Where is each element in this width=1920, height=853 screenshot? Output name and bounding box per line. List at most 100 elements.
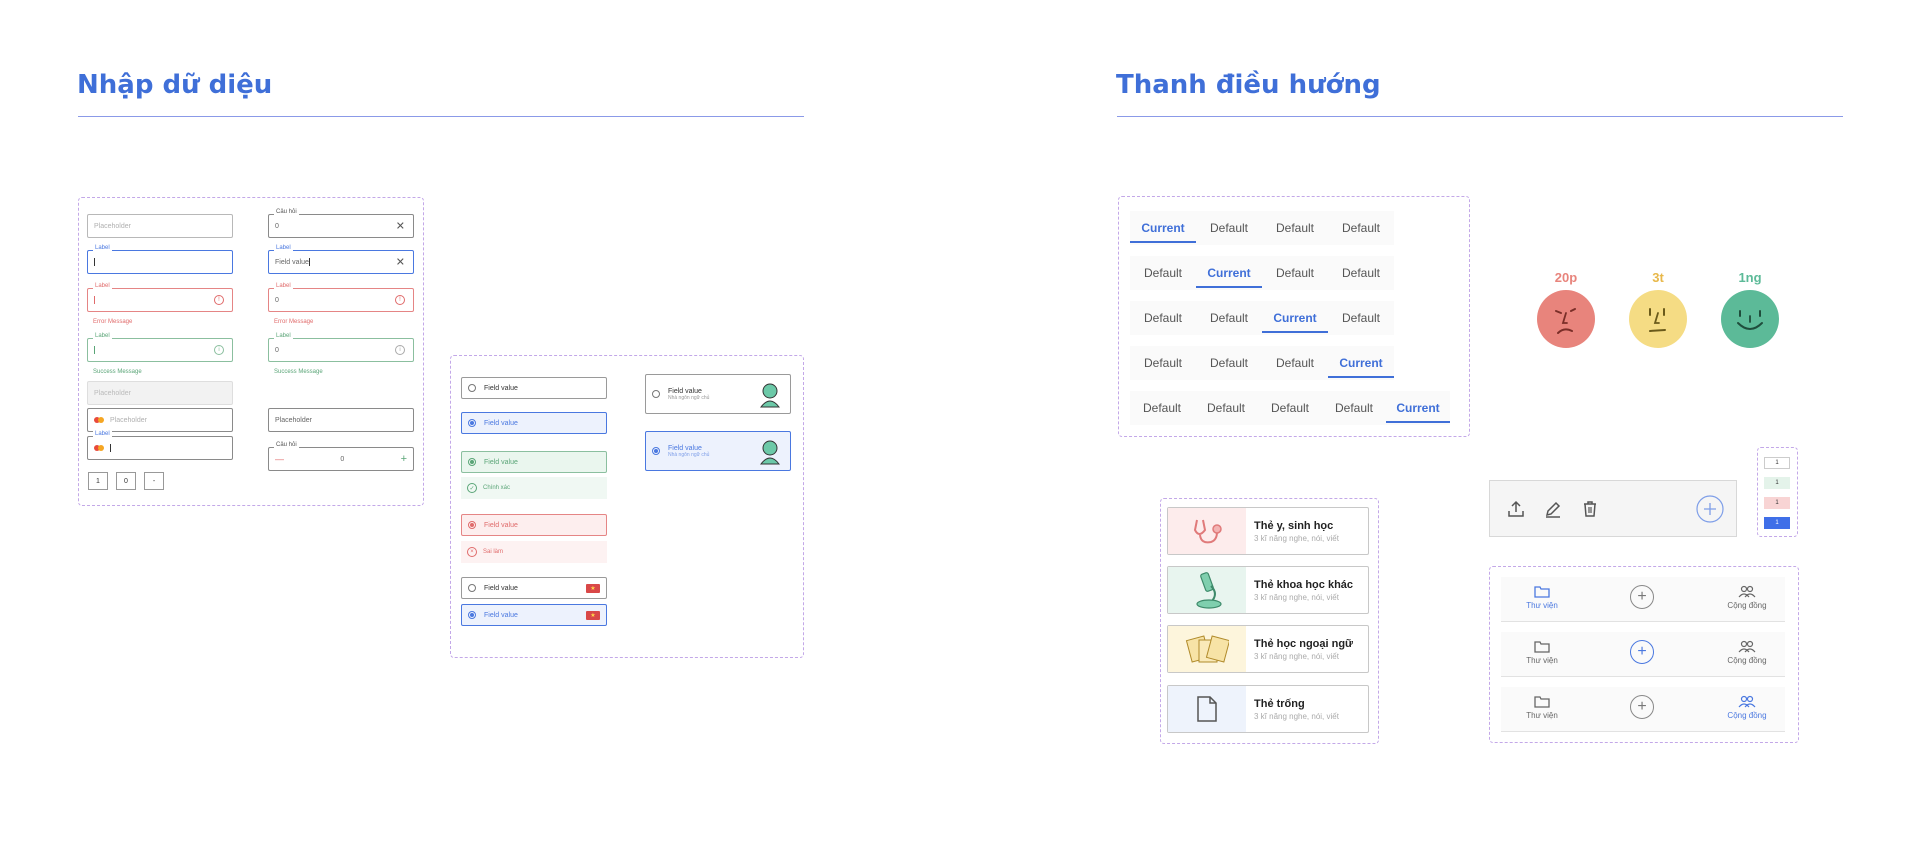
focused-input[interactable]: Label — [87, 245, 233, 274]
tab-default[interactable]: Default — [1275, 221, 1315, 235]
card-title: Thẻ khoa học khác — [1254, 578, 1354, 591]
card-subtitle: 3 kĩ năng nghe, nói, viết — [1254, 711, 1339, 721]
tab-current[interactable]: Current — [1262, 301, 1328, 335]
placeholder-input[interactable]: Placeholder — [268, 408, 414, 432]
radio-option-wrong[interactable]: Field value — [461, 514, 607, 536]
radio-option-correct[interactable]: Field value — [461, 451, 607, 473]
page-indicator-success[interactable]: 1 — [1764, 477, 1790, 489]
text-cursor — [94, 346, 95, 354]
add-button[interactable]: + — [1630, 585, 1654, 609]
tab-default[interactable]: Default — [1209, 356, 1249, 370]
neutral-face-icon[interactable] — [1628, 289, 1688, 349]
field-label: Label — [93, 245, 112, 251]
vietnam-flag-icon: ★ — [586, 583, 600, 593]
nav-community[interactable]: Cộng đồng — [1712, 695, 1782, 720]
card-title: Thẻ trống — [1254, 697, 1305, 710]
edit-icon[interactable] — [1543, 499, 1563, 519]
nav-library[interactable]: Thư viện — [1507, 640, 1577, 665]
radio-subtext: Nhà ngôn ngữ chủ — [668, 394, 710, 401]
tab-default[interactable]: Default — [1341, 266, 1381, 280]
add-button[interactable]: + — [1630, 695, 1654, 719]
page-indicator-active[interactable]: 1 — [1764, 517, 1790, 529]
filled-input[interactable]: Label Field value ✕ — [268, 245, 414, 274]
card-input-focused[interactable]: Label — [87, 431, 233, 460]
person-avatar-icon — [759, 440, 781, 465]
tab-default[interactable]: Default — [1206, 401, 1246, 415]
number-box[interactable]: - — [144, 472, 164, 490]
community-icon — [1738, 585, 1756, 598]
nav-library[interactable]: Thư viện — [1507, 695, 1577, 720]
text-cursor — [110, 444, 111, 452]
tab-default[interactable]: Default — [1275, 356, 1315, 370]
tab-bar: Current Default Default Default — [1130, 211, 1394, 245]
add-button-active[interactable]: + — [1630, 640, 1654, 664]
input-value: 0 — [275, 346, 279, 354]
nav-label: Thư viện — [1526, 601, 1558, 610]
tab-default[interactable]: Default — [1142, 401, 1182, 415]
subject-card-science[interactable]: Thẻ khoa học khác 3 kĩ năng nghe, nói, v… — [1167, 566, 1369, 614]
subject-card-medicine[interactable]: Thẻ y, sinh học 3 kĩ năng nghe, nói, viế… — [1167, 507, 1369, 555]
upload-icon[interactable] — [1506, 499, 1526, 519]
tab-default[interactable]: Default — [1143, 311, 1183, 325]
card-input[interactable]: Placeholder — [87, 408, 233, 432]
tab-default[interactable]: Default — [1143, 266, 1183, 280]
text-cursor — [94, 258, 95, 266]
tab-default[interactable]: Default — [1341, 311, 1381, 325]
bottom-nav-bar: Thư viện + Cộng đồng — [1501, 632, 1785, 677]
error-input-filled[interactable]: Label 0 ! — [268, 283, 414, 312]
radio-label: Field value — [484, 584, 518, 592]
number-box[interactable]: 0 — [116, 472, 136, 490]
face-label: 3t — [1652, 270, 1664, 285]
page-indicator-error[interactable]: 1 — [1764, 497, 1790, 509]
question-input[interactable]: Câu hỏi 0 ✕ — [268, 209, 414, 238]
nav-library[interactable]: Thư viện — [1507, 585, 1577, 610]
sad-face-icon[interactable] — [1536, 289, 1596, 349]
radio-option-avatar[interactable]: Field value Nhà ngôn ngữ chủ — [645, 374, 791, 414]
radio-option-flag[interactable]: Field value ★ — [461, 577, 607, 599]
field-label: Label — [93, 283, 112, 289]
plus-button[interactable]: + — [400, 453, 407, 465]
add-circle-icon[interactable] — [1695, 494, 1725, 524]
radio-checked-icon — [468, 611, 476, 619]
radio-option-selected[interactable]: Field value — [461, 412, 607, 434]
radio-option-avatar-selected[interactable]: Field value Nhà ngôn ngữ chủ — [645, 431, 791, 471]
tab-current[interactable]: Current — [1386, 391, 1450, 425]
success-input-filled[interactable]: Label 0 i — [268, 333, 414, 362]
radio-option-flag-selected[interactable]: Field value ★ — [461, 604, 607, 626]
tab-current[interactable]: Current — [1328, 346, 1394, 380]
tab-default[interactable]: Default — [1143, 356, 1183, 370]
tab-default[interactable]: Default — [1341, 221, 1381, 235]
minus-button[interactable]: — — [275, 454, 284, 464]
success-input[interactable]: Label i — [87, 333, 233, 362]
page-indicator[interactable]: 1 — [1764, 457, 1790, 469]
feedback-text: Sai làm — [483, 549, 504, 555]
radio-option[interactable]: Field value — [461, 377, 607, 399]
clear-icon[interactable]: ✕ — [395, 220, 405, 233]
happy-face-icon[interactable] — [1720, 289, 1780, 349]
tab-current[interactable]: Current — [1196, 256, 1262, 290]
tab-default[interactable]: Default — [1275, 266, 1315, 280]
error-message: Error Message — [274, 319, 314, 325]
tab-default[interactable]: Default — [1270, 401, 1310, 415]
community-icon — [1738, 640, 1756, 653]
subject-card-language[interactable]: Thẻ học ngoại ngữ 3 kĩ năng nghe, nói, v… — [1167, 625, 1369, 673]
radio-label: Field value — [668, 387, 702, 395]
subject-card-blank[interactable]: Thẻ trống 3 kĩ năng nghe, nói, viết — [1167, 685, 1369, 733]
tab-default[interactable]: Default — [1209, 311, 1249, 325]
placeholder-input[interactable]: Placeholder — [87, 214, 233, 238]
tab-bar: Default Default Default Default Current — [1130, 391, 1450, 425]
tab-default[interactable]: Default — [1209, 221, 1249, 235]
field-label: Label — [93, 333, 112, 339]
stethoscope-icon — [1193, 519, 1222, 544]
radio-label: Field value — [484, 384, 518, 392]
error-input[interactable]: Label ! — [87, 283, 233, 312]
nav-community[interactable]: Cộng đồng — [1712, 640, 1782, 665]
tab-default[interactable]: Default — [1334, 401, 1374, 415]
trash-icon[interactable] — [1580, 499, 1600, 519]
quantity-stepper[interactable]: Câu hỏi — 0 + — [268, 442, 414, 471]
nav-community[interactable]: Cộng đồng — [1712, 585, 1782, 610]
clear-icon[interactable]: ✕ — [395, 256, 405, 269]
tab-current[interactable]: Current — [1130, 211, 1196, 245]
card-thumbnail — [1168, 567, 1246, 613]
number-box[interactable]: 1 — [88, 472, 108, 490]
